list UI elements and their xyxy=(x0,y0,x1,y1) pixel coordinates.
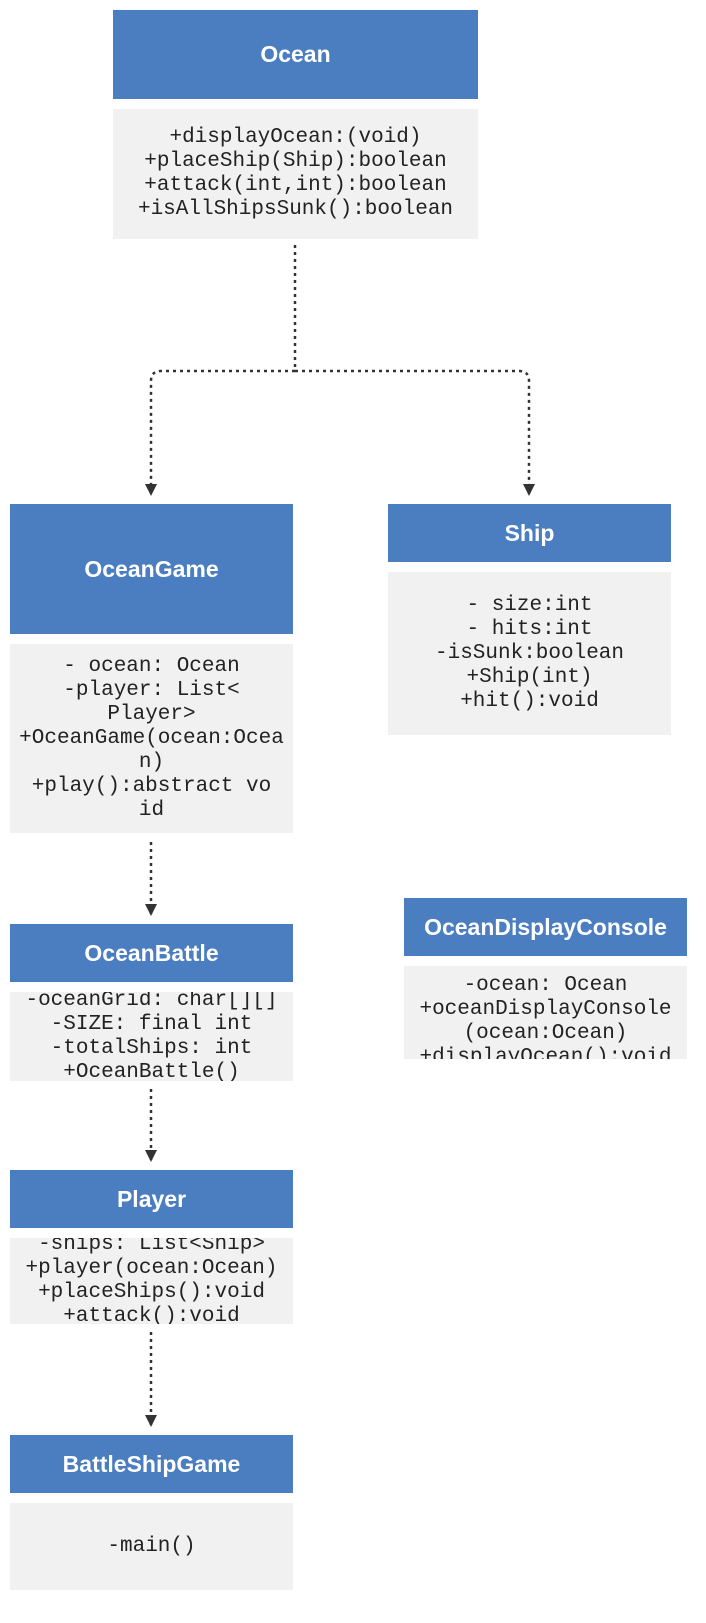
member: +placeShip(Ship):boolean xyxy=(144,150,447,173)
member: -ocean: Ocean xyxy=(463,974,628,997)
member: -isSunk:boolean xyxy=(434,641,625,665)
class-ship-members: - size:int - hits:int -isSunk:boolean +S… xyxy=(388,572,671,735)
member: +isAllShipsSunk():boolean xyxy=(137,198,454,221)
member: +displayOcean:(void) xyxy=(169,126,422,149)
class-ship-name: Ship xyxy=(504,519,555,546)
member: +oceanDisplayConsole xyxy=(419,998,672,1021)
member: - size:int xyxy=(466,593,593,617)
member: +attack(int,int):boolean xyxy=(144,174,447,197)
class-oceangame: OceanGame - ocean: Ocean -player: List<P… xyxy=(10,504,293,833)
class-oceandisplayconsole: OceanDisplayConsole -ocean: Ocean +ocean… xyxy=(404,898,687,1059)
class-oceanbattle-members: -oceanGrid: char[][] -SIZE: final int -t… xyxy=(10,992,293,1081)
class-player: Player -ships: List<Ship> +player(ocean:… xyxy=(10,1170,293,1324)
member: +hit():void xyxy=(460,689,599,713)
edge-ocean-to-ship xyxy=(295,369,535,496)
class-ocean-header: Ocean xyxy=(113,10,478,99)
member: -totalShips: int xyxy=(50,1036,253,1060)
member: +displayOcean():void xyxy=(419,1046,672,1059)
class-player-members: -ships: List<Ship> +player(ocean:Ocean) … xyxy=(10,1238,293,1324)
class-ocean-members: +displayOcean:(void) +placeShip(Ship):bo… xyxy=(113,109,478,239)
member: -main() xyxy=(107,1534,196,1558)
class-oceangame-header: OceanGame xyxy=(10,504,293,634)
member: +OceanBattle() xyxy=(63,1060,240,1082)
member: +placeShips():void xyxy=(38,1281,265,1304)
member: -ships: List<Ship> xyxy=(38,1238,265,1256)
member: +play():abstract void xyxy=(31,774,272,822)
class-oceanbattle-header: OceanBattle xyxy=(10,924,293,982)
edge-ocean-to-oceangame xyxy=(145,245,297,496)
class-oceanbattle-name: OceanBattle xyxy=(84,939,219,966)
class-battleshipgame-members: -main() xyxy=(10,1503,293,1590)
class-battleshipgame-name: BattleShipGame xyxy=(62,1450,241,1477)
class-ship-header: Ship xyxy=(388,504,671,562)
class-ocean-name: Ocean xyxy=(260,41,331,67)
member: +attack():void xyxy=(63,1305,240,1324)
class-ship: Ship - size:int - hits:int -isSunk:boole… xyxy=(388,504,671,735)
class-oceandisplayconsole-members: -ocean: Ocean +oceanDisplayConsole (ocea… xyxy=(404,966,687,1059)
class-oceanbattle: OceanBattle -oceanGrid: char[][] -SIZE: … xyxy=(10,924,293,1081)
class-player-header: Player xyxy=(10,1170,293,1228)
class-battleshipgame: BattleShipGame -main() xyxy=(10,1435,293,1590)
member: +OceanGame(ocean:Ocean) xyxy=(19,726,284,774)
member: - hits:int xyxy=(466,617,593,641)
class-battleshipgame-header: BattleShipGame xyxy=(10,1435,293,1493)
class-oceandisplayconsole-name: OceanDisplayConsole xyxy=(424,913,667,940)
class-player-name: Player xyxy=(116,1185,187,1212)
member: +player(ocean:Ocean) xyxy=(25,1257,278,1280)
member: -SIZE: final int xyxy=(50,1012,253,1036)
member: -oceanGrid: char[][] xyxy=(25,992,278,1012)
member: (ocean:Ocean) xyxy=(463,1022,628,1045)
class-ocean: Ocean +displayOcean:(void) +placeShip(Sh… xyxy=(113,10,478,239)
member: -player: List<Player> xyxy=(63,678,240,726)
class-oceangame-name: OceanGame xyxy=(84,555,219,582)
class-oceangame-members: - ocean: Ocean -player: List<Player> +Oc… xyxy=(10,644,293,833)
member: +Ship(int) xyxy=(466,665,593,689)
member: - ocean: Ocean xyxy=(63,654,240,678)
class-oceandisplayconsole-header: OceanDisplayConsole xyxy=(404,898,687,956)
